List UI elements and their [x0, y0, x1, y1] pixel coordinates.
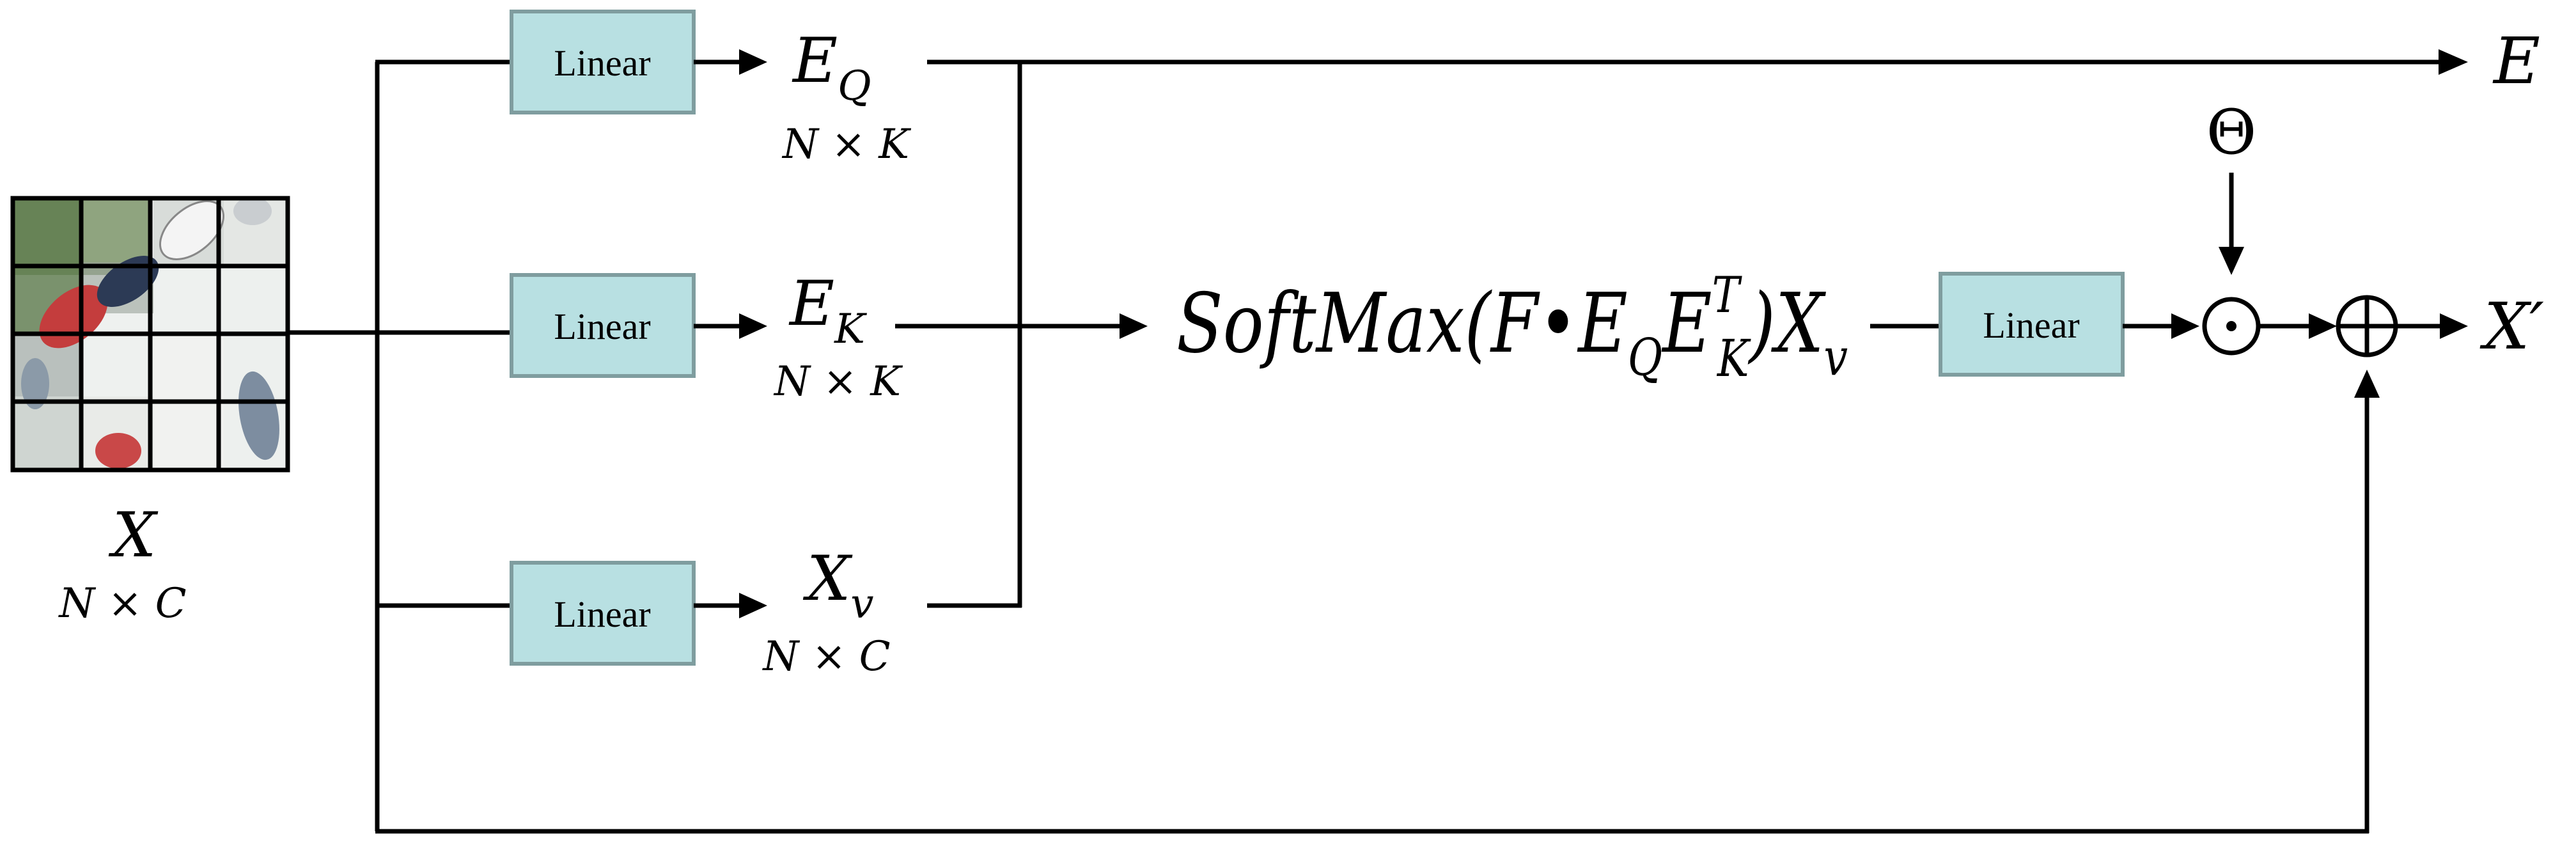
- post-linear-box: [1939, 272, 2125, 377]
- input-symbol: X: [108, 499, 159, 571]
- formula-ek-sup: T: [1712, 267, 1742, 324]
- post-linear-label: Linear: [1983, 304, 2079, 346]
- key-linear-label: Linear: [554, 306, 650, 347]
- post-arrowhead: [2171, 313, 2199, 339]
- formula-xv-sub: v: [1824, 327, 1848, 387]
- output-e: E: [2492, 24, 2540, 98]
- value-shape: N × C: [761, 633, 890, 680]
- input-fanout-wires: [288, 59, 2380, 834]
- output-x-prime: X′: [2479, 289, 2544, 364]
- key-branch: Linear EK N × K: [510, 268, 903, 405]
- value-linear-box: [510, 561, 696, 666]
- residual-arrowhead: [2354, 370, 2380, 398]
- formula-f: F: [1490, 276, 1540, 372]
- formula-softmax: SoftMax(: [1176, 276, 1492, 372]
- formula-dot: •: [1538, 276, 1579, 372]
- query-subscript: Q: [838, 63, 871, 110]
- theta-symbol: Θ: [2206, 97, 2257, 168]
- svg-text:Xv: Xv: [802, 543, 874, 628]
- value-linear-label: Linear: [554, 593, 650, 635]
- attention-arrowhead: [1120, 313, 1148, 339]
- formula-ek-sub: K: [1716, 329, 1751, 388]
- value-branch: Linear Xv N × C: [510, 543, 891, 680]
- post-branch: Linear Θ: [1870, 97, 2468, 377]
- formula-ek: E: [1661, 276, 1712, 372]
- oplus-icon: [2336, 295, 2398, 357]
- odot-icon: [2202, 297, 2261, 356]
- odot-out-arrowhead: [2309, 313, 2337, 339]
- query-arrowhead: [739, 49, 767, 75]
- theta-arrowhead: [2219, 247, 2244, 275]
- formula-close: ): [1747, 276, 1776, 372]
- input-image-patches: [10, 196, 290, 473]
- output-e-arrowhead: [2439, 49, 2468, 75]
- value-arrowhead: [739, 593, 767, 618]
- query-linear-box: [510, 10, 696, 114]
- merge-wires: [895, 49, 2468, 608]
- svg-text:EK: EK: [788, 268, 867, 353]
- formula-xv: X: [1770, 276, 1826, 372]
- key-shape: N × K: [773, 358, 903, 405]
- formula-eq-sub: Q: [1628, 327, 1662, 387]
- key-symbol: E: [788, 268, 834, 340]
- query-branch: Linear EQ N × K: [510, 10, 911, 168]
- input-shape: N × C: [58, 580, 186, 627]
- value-symbol: X: [802, 543, 853, 615]
- key-subscript: K: [834, 306, 867, 353]
- oplus-out-arrowhead: [2440, 313, 2468, 339]
- query-shape: N × K: [781, 121, 911, 168]
- key-arrowhead: [739, 313, 767, 339]
- value-subscript: v: [850, 581, 873, 628]
- query-symbol: E: [792, 25, 838, 97]
- query-linear-label: Linear: [554, 42, 650, 84]
- svg-text:EQ: EQ: [792, 25, 871, 110]
- formula-eq: E: [1577, 276, 1628, 372]
